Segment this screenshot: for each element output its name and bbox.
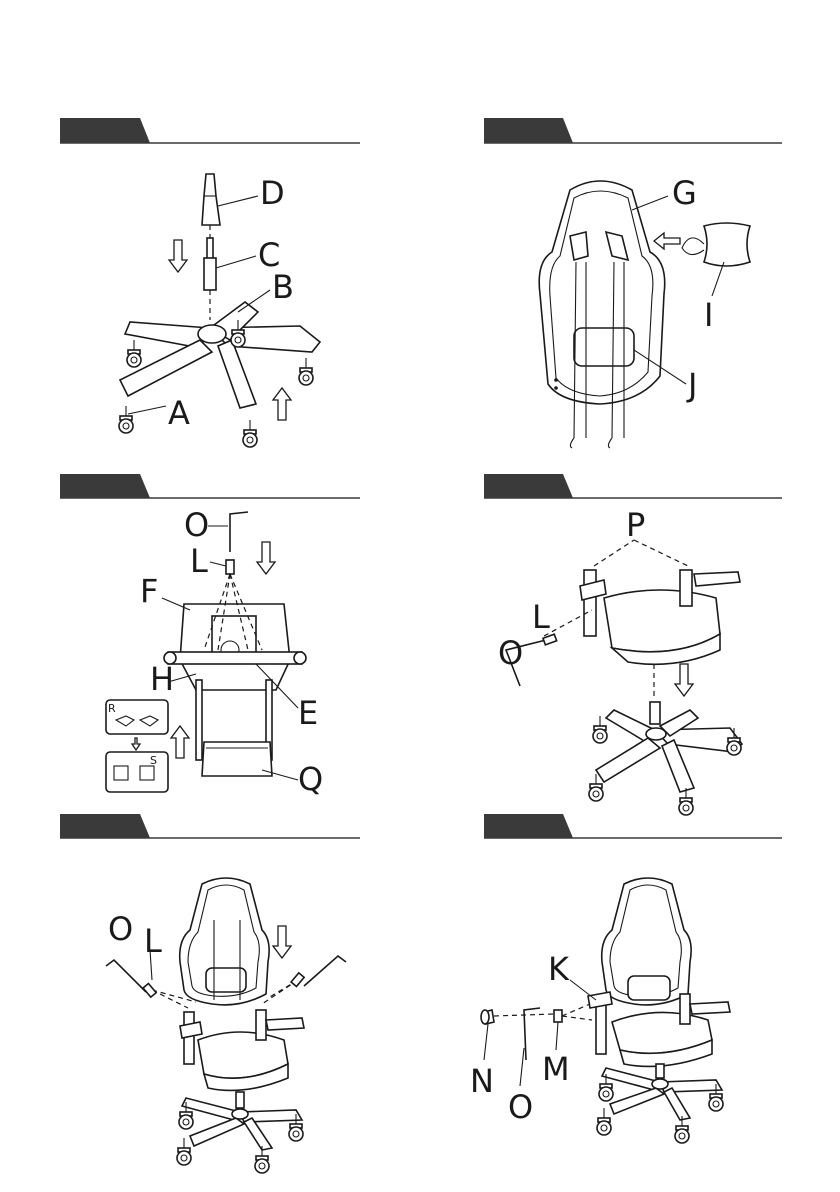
arrow-down-icon (675, 664, 693, 696)
label-R: R (108, 702, 116, 715)
step-6-header (484, 814, 782, 838)
arrow-up-icon (171, 726, 189, 758)
label-E: E (298, 694, 318, 732)
seat-assembly (152, 980, 304, 1173)
label-L: L (532, 598, 550, 636)
label-M: M (542, 1050, 570, 1088)
footrest (202, 742, 272, 776)
label-O: O (508, 1088, 533, 1126)
assembled-chair (588, 878, 730, 1143)
gas-lift-cover (202, 174, 220, 225)
label-O: O (498, 634, 523, 672)
step-2-panel: G I J (484, 118, 782, 448)
label-L: L (144, 922, 162, 960)
allen-key-tool (106, 960, 146, 992)
label-L: L (190, 542, 208, 580)
label-A: A (168, 394, 190, 432)
gas-lift-cylinder (204, 225, 216, 320)
step-2-header (484, 118, 782, 143)
arrow-down-icon (169, 240, 187, 272)
step-4-panel: P L O (484, 474, 782, 815)
label-B: B (272, 268, 294, 306)
bolt (554, 1010, 562, 1022)
detail-box-r: R (106, 700, 168, 734)
allen-key-tool (304, 956, 346, 986)
step-1-panel: D C B A (60, 118, 360, 447)
arrow-down-icon (257, 542, 275, 574)
label-F: F (140, 572, 158, 610)
step-4-header (484, 474, 782, 498)
backrest (180, 878, 269, 1005)
label-P: P (626, 506, 645, 544)
step-3-panel: R S O L F H E Q (60, 474, 360, 798)
step-6-panel: K N O M (470, 814, 782, 1143)
label-N: N (470, 1062, 494, 1100)
seat-assembly (544, 540, 740, 700)
bolt (291, 973, 304, 987)
headrest-pillow (682, 223, 750, 266)
arrow-up-icon (273, 388, 291, 420)
allen-key-tool (524, 1008, 540, 1060)
label-I: I (704, 296, 713, 334)
label-O: O (184, 506, 209, 544)
label-G: G (672, 174, 697, 212)
step-5-panel: O L (60, 814, 360, 1173)
label-O: O (108, 910, 133, 948)
label-Q: Q (298, 760, 323, 798)
detail-box-s: S (106, 752, 168, 792)
step-5-header (60, 814, 360, 838)
bolt (143, 983, 156, 997)
label-D: D (260, 174, 285, 212)
allen-key-tool (230, 512, 248, 552)
end-cap (481, 1010, 494, 1024)
label-S: S (150, 754, 157, 767)
bolt (226, 560, 234, 574)
label-K: K (548, 950, 570, 988)
step-3-header (60, 474, 360, 498)
arrow-left-icon (654, 233, 680, 249)
label-J: J (686, 366, 697, 404)
five-star-base (589, 702, 742, 815)
label-H: H (150, 660, 174, 698)
five-star-base (119, 302, 320, 447)
arrow-down-icon (273, 926, 291, 958)
backrest (539, 181, 665, 448)
arrow-down-small-icon (132, 738, 140, 750)
step-1-header (60, 118, 360, 143)
